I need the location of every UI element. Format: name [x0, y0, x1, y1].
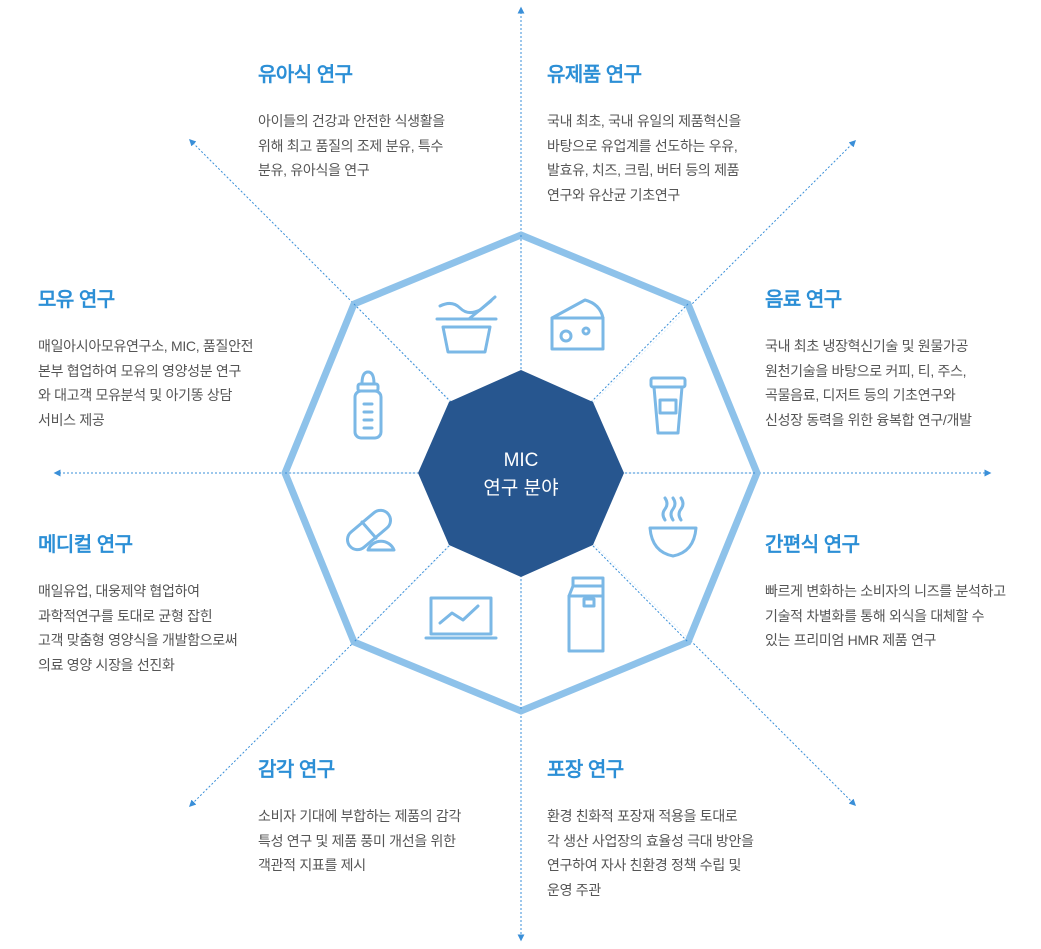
section-description: 매일아시아모유연구소, MIC, 품질안전 본부 협업하여 모유의 영양성분 연… — [38, 338, 254, 428]
section-title: 음료 연구 — [765, 289, 842, 311]
cup-icon — [649, 376, 687, 435]
center-label-line2: 연구 분야 — [483, 477, 558, 499]
section-convenience-food: 간편식 연구 빠르게 변화하는 소비자의 니즈를 분석하고 기술적 차별화를 통… — [765, 528, 1041, 653]
section-infant-food: 유아식 연구 아이들의 건강과 안전한 식생활을 위해 최고 품질의 조제 분유… — [258, 58, 508, 183]
section-beverage: 음료 연구 국내 최초 냉장혁신기술 및 원물가공 원천기술을 바탕으로 커피,… — [765, 283, 1040, 432]
formula-bowl-icon — [435, 295, 498, 354]
section-description: 국내 최초, 국내 유일의 제품혁신을 바탕으로 유업계를 선도하는 우유, 발… — [547, 113, 742, 203]
section-dairy: 유제품 연구 국내 최초, 국내 유일의 제품혁신을 바탕으로 유업계를 선도하… — [547, 58, 797, 207]
section-packaging: 포장 연구 환경 친화적 포장재 적용을 토대로 각 생산 사업장의 효율성 극… — [547, 753, 797, 902]
section-breast-milk: 모유 연구 매일아시아모유연구소, MIC, 품질안전 본부 협업하여 모유의 … — [38, 283, 303, 432]
pill-icon — [346, 508, 396, 552]
section-title: 모유 연구 — [38, 289, 115, 311]
center-label-line1: MIC — [504, 450, 539, 471]
center-octagon — [418, 370, 624, 577]
cheese-icon — [550, 298, 605, 351]
section-description: 환경 친화적 포장재 적용을 토대로 각 생산 사업장의 효율성 극대 방안을 … — [547, 808, 754, 898]
section-sensory: 감각 연구 소비자 기대에 부합하는 제품의 감각 특성 연구 및 제품 풍미 … — [258, 753, 508, 878]
laptop-chart-icon — [424, 596, 498, 640]
baby-bottle-icon — [353, 370, 383, 440]
section-title: 유제품 연구 — [547, 64, 642, 86]
hot-bowl-icon — [648, 496, 698, 558]
section-title: 유아식 연구 — [258, 64, 353, 86]
section-title: 포장 연구 — [547, 759, 624, 781]
section-description: 빠르게 변화하는 소비자의 니즈를 분석하고 기술적 차별화를 통해 외식을 대… — [765, 583, 1006, 648]
milk-carton-icon — [567, 576, 605, 653]
section-medical: 메디컬 연구 매일유업, 대웅제약 협업하여 과학적연구를 토대로 균형 잡힌 … — [38, 528, 303, 677]
section-description: 국내 최초 냉장혁신기술 및 원물가공 원천기술을 바탕으로 커피, 티, 주스… — [765, 338, 972, 428]
section-description: 아이들의 건강과 안전한 식생활을 위해 최고 품질의 조제 분유, 특수 분유… — [258, 113, 445, 178]
section-title: 메디컬 연구 — [38, 534, 133, 556]
section-description: 소비자 기대에 부합하는 제품의 감각 특성 연구 및 제품 풍미 개선을 위한… — [258, 808, 462, 873]
section-description: 매일유업, 대웅제약 협업하여 과학적연구를 토대로 균형 잡힌 고객 맞춤형 … — [38, 583, 238, 673]
axis-diagonal-anti — [189, 140, 856, 807]
section-title: 간편식 연구 — [765, 534, 860, 556]
section-title: 감각 연구 — [258, 759, 335, 781]
